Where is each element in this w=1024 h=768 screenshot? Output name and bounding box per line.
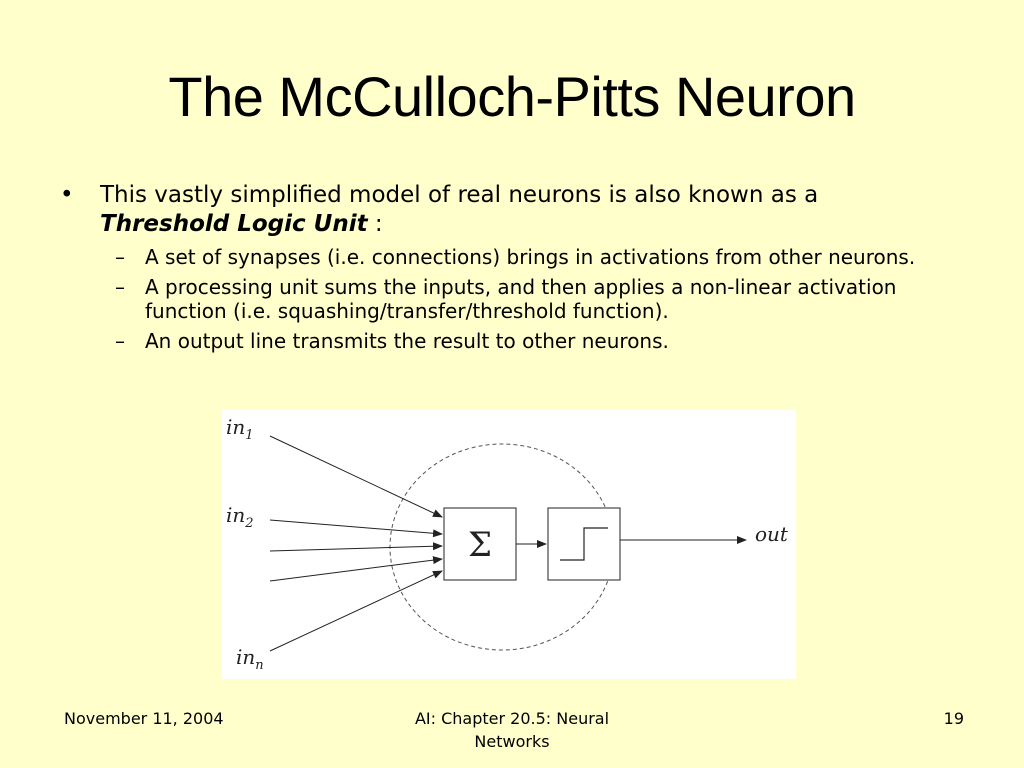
input-arrow-2: [269, 519, 443, 538]
bullet-text: This vastly simplified model of real neu…: [100, 182, 819, 208]
sigma-symbol: Σ: [468, 525, 492, 565]
summation-box: [443, 507, 517, 581]
subbullet-text: A set of synapses (i.e. connections) bri…: [145, 245, 916, 269]
input-label-2: in2: [226, 503, 254, 531]
footer-title: AI: Chapter 20.5: Neural Networks: [0, 707, 1024, 753]
page-number: 19: [943, 709, 964, 728]
subbullet-dash: –: [115, 329, 125, 353]
input-label-n: inn: [236, 645, 264, 673]
slide-title: The McCulloch-Pitts Neuron: [168, 65, 856, 128]
neuron-diagram-svg: Σ in1 in2 inn out: [226, 415, 789, 673]
bullet-item: • This vastly simplified model of real n…: [60, 181, 960, 239]
input-arrow-3: [269, 542, 443, 552]
subbullet-item: – A processing unit sums the inputs, and…: [115, 275, 960, 323]
subbullet-dash: –: [115, 275, 125, 299]
bullet-emphasis: Threshold Logic Unit: [100, 211, 368, 237]
input-arrow-5: [269, 570, 443, 652]
footer-date: November 11, 2004: [64, 709, 224, 728]
subbullet-list: – A set of synapses (i.e. connections) b…: [60, 245, 960, 353]
output-label: out: [755, 522, 789, 546]
subbullet-dash: –: [115, 245, 125, 269]
bullet-dot: •: [60, 182, 74, 208]
subbullet-item: – A set of synapses (i.e. connections) b…: [115, 245, 960, 269]
neuron-diagram: Σ in1 in2 inn out: [222, 410, 796, 679]
subbullet-text: An output line transmits the result to o…: [145, 329, 669, 353]
bullet-suffix: :: [367, 211, 383, 237]
input-arrow-4: [269, 556, 443, 582]
bullet-list: • This vastly simplified model of real n…: [60, 181, 960, 359]
subbullet-text: A processing unit sums the inputs, and t…: [145, 275, 897, 323]
subbullet-item: – An output line transmits the result to…: [115, 329, 960, 353]
step-function-icon: [560, 527, 608, 561]
input-arrow-1: [269, 435, 443, 518]
input-label-1: in1: [226, 415, 254, 443]
footer-title-line2: Networks: [474, 732, 550, 751]
footer-title-line1: AI: Chapter 20.5: Neural: [414, 709, 610, 728]
